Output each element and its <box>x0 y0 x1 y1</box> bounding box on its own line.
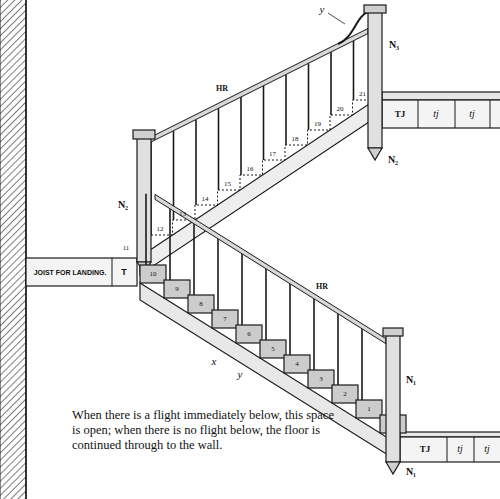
baluster <box>313 299 315 370</box>
baluster <box>241 254 243 325</box>
step-number: 17 <box>269 151 276 158</box>
step-block <box>260 340 286 358</box>
baluster <box>193 224 195 295</box>
part-letter: y <box>238 369 243 380</box>
newel-label: N₁ <box>406 467 416 477</box>
leader-line <box>328 13 345 24</box>
newel-cap <box>133 130 155 139</box>
step-number: 19 <box>314 121 321 128</box>
joist-divider <box>418 100 419 128</box>
joist-divider <box>490 100 491 128</box>
baluster <box>285 75 287 146</box>
step-block <box>164 280 190 298</box>
newel-label: N₂ <box>118 200 128 210</box>
caption-note: When there is a flight immediately below… <box>72 408 340 453</box>
step-block <box>308 370 334 388</box>
baluster <box>361 329 363 400</box>
step-number: 11 <box>123 245 130 252</box>
step-number: 9 <box>175 286 179 293</box>
step-number: 5 <box>271 346 275 353</box>
step-number: 2 <box>343 391 347 398</box>
joist-letter: TJ <box>420 445 431 454</box>
baluster <box>265 269 267 340</box>
joist-letter: tj <box>484 444 490 454</box>
step-number: 16 <box>247 166 254 173</box>
baluster <box>289 284 291 355</box>
newel-cap <box>383 328 403 336</box>
part-letter: y <box>320 4 325 15</box>
step-number: 20 <box>337 106 344 113</box>
baluster <box>240 97 242 175</box>
step-number: 3 <box>319 376 323 383</box>
step-number: 8 <box>199 301 203 308</box>
step-block <box>212 310 238 328</box>
newel-cap <box>364 5 386 13</box>
baluster <box>330 52 332 115</box>
step-block <box>284 355 310 373</box>
newel-label: N₂ <box>388 155 398 165</box>
joist-letter: T <box>121 268 127 277</box>
baluster <box>353 41 355 100</box>
lower-floor-board <box>400 432 500 437</box>
joist-divider <box>455 100 456 128</box>
lower-joists <box>400 437 500 462</box>
step-block <box>188 295 214 313</box>
joist-label: JOIST FOR LANDING. <box>34 269 107 276</box>
step-number: 18 <box>292 136 299 143</box>
part-letter: HR <box>216 85 228 93</box>
baluster <box>263 86 265 160</box>
baluster <box>337 314 339 385</box>
step-number: 7 <box>223 316 227 323</box>
newel-post <box>137 138 151 262</box>
newel-post <box>368 12 382 148</box>
handrail <box>155 194 386 343</box>
step-number: 6 <box>247 331 251 338</box>
wall-face <box>25 0 27 499</box>
joist-letter: TJ <box>395 110 406 119</box>
step-number: 21 <box>359 91 366 98</box>
newel-drop <box>368 148 382 160</box>
landing-joist <box>26 258 137 286</box>
step-number: 1 <box>367 406 371 413</box>
step-number: 4 <box>295 361 299 368</box>
baluster <box>308 63 310 130</box>
joist-letter: tj <box>469 109 475 119</box>
step-number: 13 <box>179 211 186 218</box>
newel-label: N₁ <box>406 375 416 385</box>
baluster <box>169 209 171 280</box>
step-number: 14 <box>202 196 209 203</box>
upper-floor-board <box>382 92 500 100</box>
step-block <box>140 265 166 283</box>
upper-joists <box>382 100 500 128</box>
step-number: 12 <box>157 226 164 233</box>
wall <box>0 0 26 499</box>
handrail <box>148 29 368 144</box>
ramp <box>338 12 368 44</box>
newel-drop <box>386 462 400 474</box>
baluster <box>145 194 147 265</box>
joist-divider <box>112 258 113 286</box>
joist-divider <box>447 437 448 462</box>
step-number: 10 <box>150 271 157 278</box>
part-letter: HR <box>316 283 328 291</box>
joist-letter: tj <box>433 109 439 119</box>
newel-post <box>386 335 400 462</box>
part-letter: x <box>212 356 217 367</box>
newel-label: N₃ <box>389 40 399 50</box>
step-block <box>356 400 382 418</box>
baluster <box>217 239 219 310</box>
joist-divider <box>474 437 475 462</box>
step-block <box>236 325 262 343</box>
joist-letter: tj <box>457 444 463 454</box>
step-block <box>332 385 358 403</box>
baluster <box>218 108 220 190</box>
baluster <box>195 120 197 206</box>
step-number: 15 <box>224 181 231 188</box>
